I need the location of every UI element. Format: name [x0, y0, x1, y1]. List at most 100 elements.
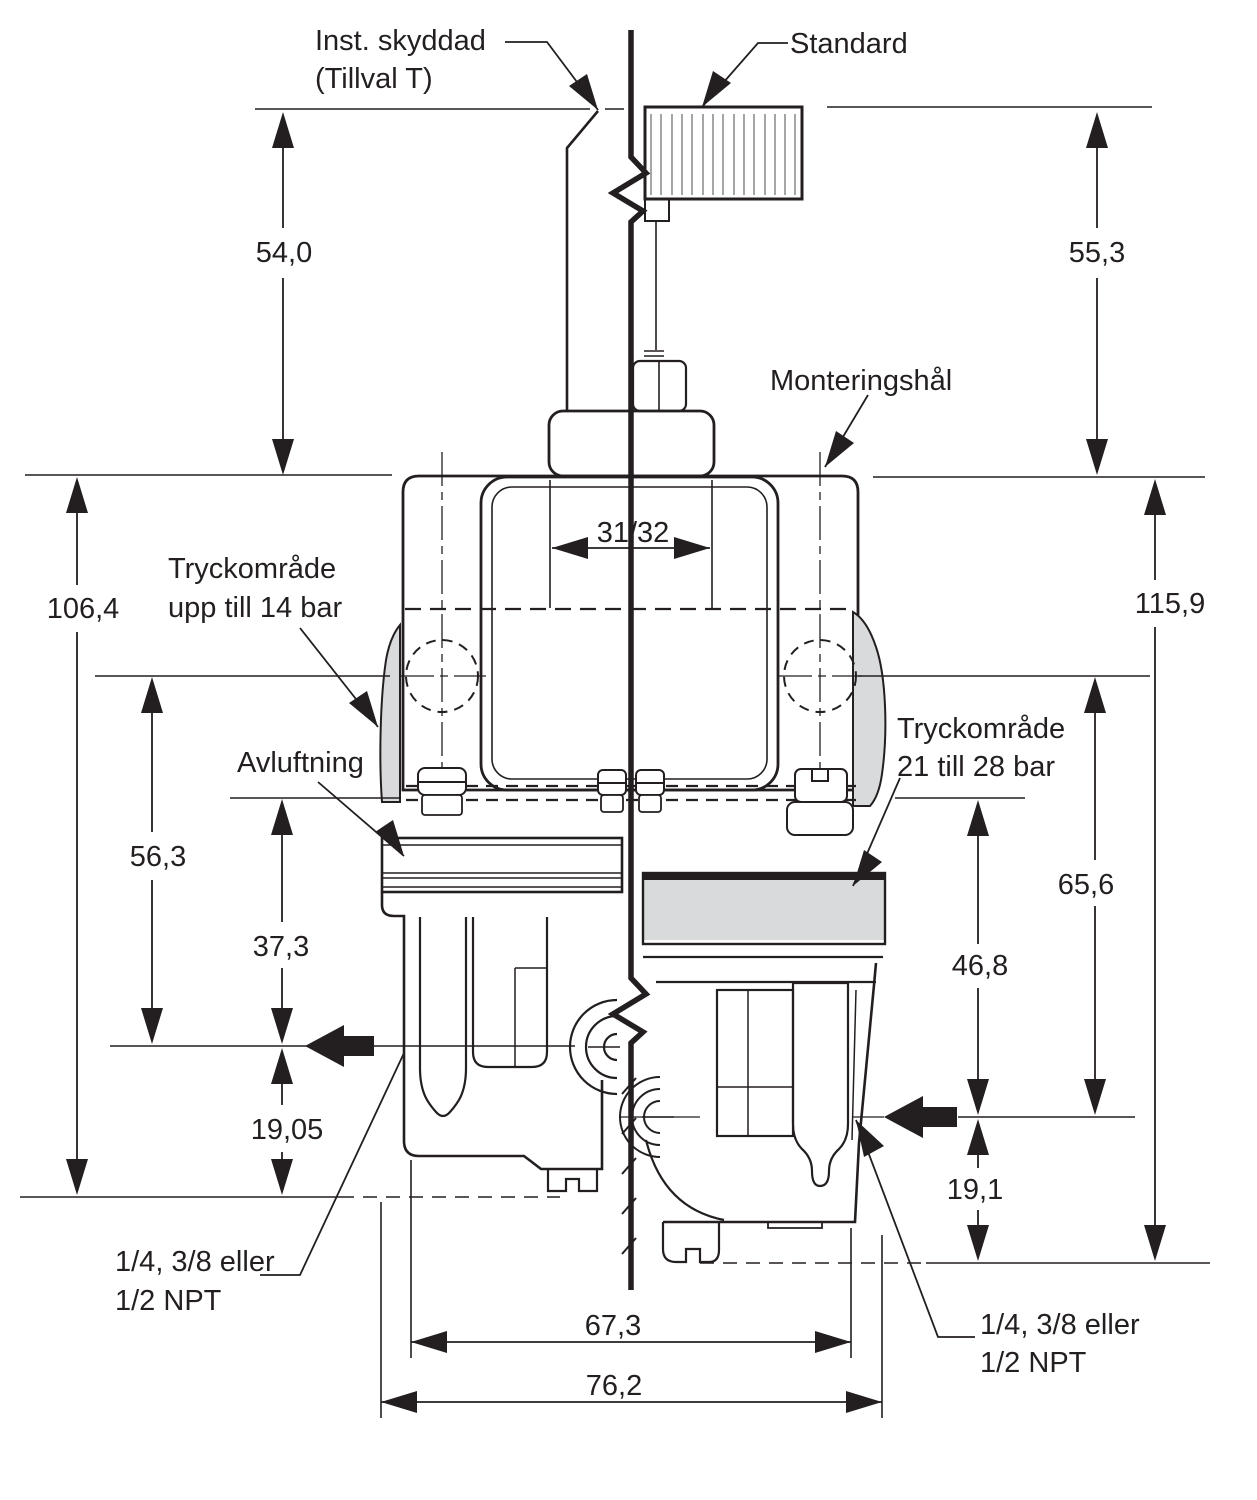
dimensions: 54,0 55,3 106,4 115,9 31/32 56,3 [47, 112, 1205, 1413]
ext-slot-width [549, 480, 713, 608]
left-flange-lines [382, 844, 622, 888]
dim-label-65-6: 65,6 [1058, 869, 1114, 901]
label-pressure-high-line2: 21 till 28 bar [897, 751, 1055, 783]
label-inst-protected-line1: Inst. skyddad [315, 25, 486, 57]
band-lower-lines [643, 955, 883, 984]
ext-width-outer [380, 1202, 883, 1418]
mounting-bracket [379, 452, 887, 836]
right-body-outline [663, 962, 878, 1224]
dim-label-115-9: 115,9 [1135, 588, 1205, 620]
dim-label-19-05: 19,05 [251, 1114, 324, 1146]
pressure-band-shade [643, 880, 885, 940]
screw-base-center-right [638, 794, 662, 813]
adjustment-assembly [547, 105, 804, 478]
pressure-band-top-bar [643, 873, 885, 880]
dim-label-46-8: 46,8 [952, 950, 1008, 982]
left-port-arrow-body [344, 1036, 374, 1056]
pressure-spring-shade-left [379, 622, 401, 803]
dim-54-0: 54,0 [256, 112, 312, 475]
left-port-arrow-head [305, 1025, 344, 1067]
right-port-arrow-head [884, 1096, 923, 1138]
label-npt-left-line2: 1/2 NPT [115, 1285, 222, 1317]
screw-base-center-left [600, 794, 624, 813]
leader-npt-right [855, 1119, 975, 1338]
device-drawing [379, 30, 887, 1290]
port-flow-arrows [305, 1025, 957, 1138]
dim-55-3: 55,3 [1069, 112, 1125, 475]
knob-knurling-hatch [650, 114, 796, 195]
protected-adjustment-outline [565, 110, 599, 412]
label-pressure-low-line1: Tryckområde [168, 553, 336, 585]
reference-lines [20, 106, 1210, 1418]
dim-106-4: 106,4 [47, 477, 120, 1195]
standard-knob [643, 105, 804, 201]
pressure-spring-shade-right [852, 610, 887, 807]
leader-arrow-vent [375, 820, 404, 856]
label-pressure-low-line2: upp till 14 bar [168, 592, 342, 624]
right-port-arrow-body [923, 1107, 957, 1127]
label-npt-right-line2: 1/2 NPT [980, 1347, 1087, 1379]
right-bottom-boss [661, 1222, 721, 1264]
screw-base-right [786, 801, 854, 836]
label-inst-protected-line2: (Tillval T) [315, 63, 433, 95]
ext-width-inner [410, 1160, 852, 1358]
leader-arrow-standard [702, 71, 731, 107]
leader-arrow-pressure-low [349, 691, 378, 727]
label-standard: Standard [790, 28, 908, 60]
callout-leaders [260, 41, 975, 1338]
pressure-band-outline [641, 871, 887, 946]
leader-npt-left [260, 1052, 405, 1276]
stem-thread-ticks [644, 350, 664, 357]
left-bottom-boss [546, 1169, 599, 1193]
dim-label-67-3: 67,3 [585, 1310, 641, 1342]
right-plug-d-inner [717, 990, 793, 1136]
mounting-hole-right [783, 639, 857, 713]
center-axis-line [607, 30, 651, 1290]
right-body-curve [644, 1139, 725, 1222]
dim-label-56-3: 56,3 [130, 841, 186, 873]
dim-label-76-2: 76,2 [586, 1370, 642, 1402]
label-mounting-hole: Monteringshål [770, 365, 952, 397]
dim-46-8: 46,8 [952, 800, 1008, 1115]
dim-label-106-4: 106,4 [47, 593, 120, 625]
dim-label-19-1: 19,1 [947, 1174, 1003, 1206]
left-flange [380, 836, 624, 894]
knob-step [644, 199, 670, 222]
dim-arrows [271, 1048, 293, 1195]
dim-19-05: 19,05 [251, 1048, 324, 1195]
regulator-body-right [619, 871, 887, 1264]
cover-screws [417, 767, 854, 836]
label-pressure-high-line1: Tryckområde [897, 713, 1065, 745]
dim-65-6: 65,6 [1058, 677, 1114, 1115]
dim-115-9: 115,9 [1135, 479, 1205, 1261]
screw-head-right [794, 768, 848, 803]
label-npt-left-line1: 1/4, 3/8 eller [115, 1246, 275, 1278]
dim-arrows [967, 1119, 989, 1261]
dim-67-3: 67,3 [411, 1310, 851, 1353]
callout-labels: Inst. skyddad (Tillval T) Standard Monte… [115, 25, 1140, 1379]
right-plug-d [715, 988, 795, 1138]
label-npt-right-line1: 1/4, 3/8 eller [980, 1309, 1140, 1341]
leader-arrow-pressure-high [853, 850, 882, 886]
bracket-outline [401, 474, 860, 792]
leader-arrow-npt-right [856, 1120, 884, 1157]
dim-label-37-3: 37,3 [253, 931, 309, 963]
mounting-hole-left [405, 639, 479, 713]
screw-slot-right [811, 769, 829, 782]
dim-76-2: 76,2 [381, 1370, 882, 1413]
section-break-ticks [621, 1077, 637, 1255]
left-plug-b [471, 917, 549, 1069]
right-plug-c [791, 981, 850, 1188]
dim-arrows [967, 800, 989, 1115]
leader-arrow-inst-protected [569, 74, 598, 110]
dim-label-55-3: 55,3 [1069, 237, 1125, 269]
dim-label-54-0: 54,0 [256, 237, 312, 269]
dim-56-3: 56,3 [130, 677, 186, 1044]
regulator-body-left [380, 836, 624, 1193]
leader-arrow-mounting-hole [825, 431, 854, 467]
right-body-inner-edge [851, 989, 857, 1141]
right-bottom-tab [767, 1222, 823, 1229]
left-body-outline [380, 892, 604, 1171]
